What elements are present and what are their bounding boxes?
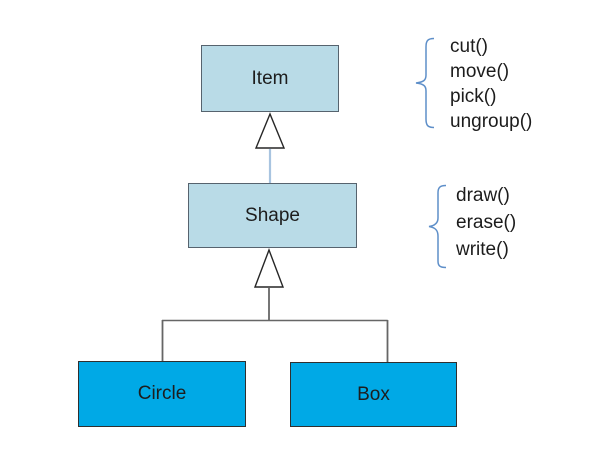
- inheritance-arrow-item: [254, 112, 286, 149]
- method-ungroup: ungroup(): [450, 111, 533, 132]
- class-box-box: Box: [290, 362, 457, 427]
- method-list-item: cut() move() pick() ungroup(): [450, 34, 532, 134]
- method-pick: pick(): [450, 86, 497, 107]
- class-box-item: Item: [201, 45, 339, 112]
- method-erase: erase(): [456, 212, 517, 233]
- inheritance-arrow-shape: [253, 248, 285, 288]
- method-cut: cut(): [450, 36, 488, 57]
- class-label-circle: Circle: [137, 383, 187, 404]
- class-label-shape: Shape: [245, 204, 300, 226]
- class-label-item: Item: [251, 67, 289, 89]
- class-box-circle: Circle: [78, 361, 246, 427]
- method-write: write(): [456, 239, 509, 260]
- method-draw: draw(): [456, 185, 510, 206]
- brace-item-methods: [415, 37, 435, 129]
- method-list-shape: draw() erase() write(): [456, 182, 516, 263]
- brace-shape-methods: [428, 184, 447, 269]
- method-move: move(): [450, 61, 510, 82]
- class-box-shape: Shape: [188, 183, 357, 248]
- class-label-box: Box: [357, 383, 390, 405]
